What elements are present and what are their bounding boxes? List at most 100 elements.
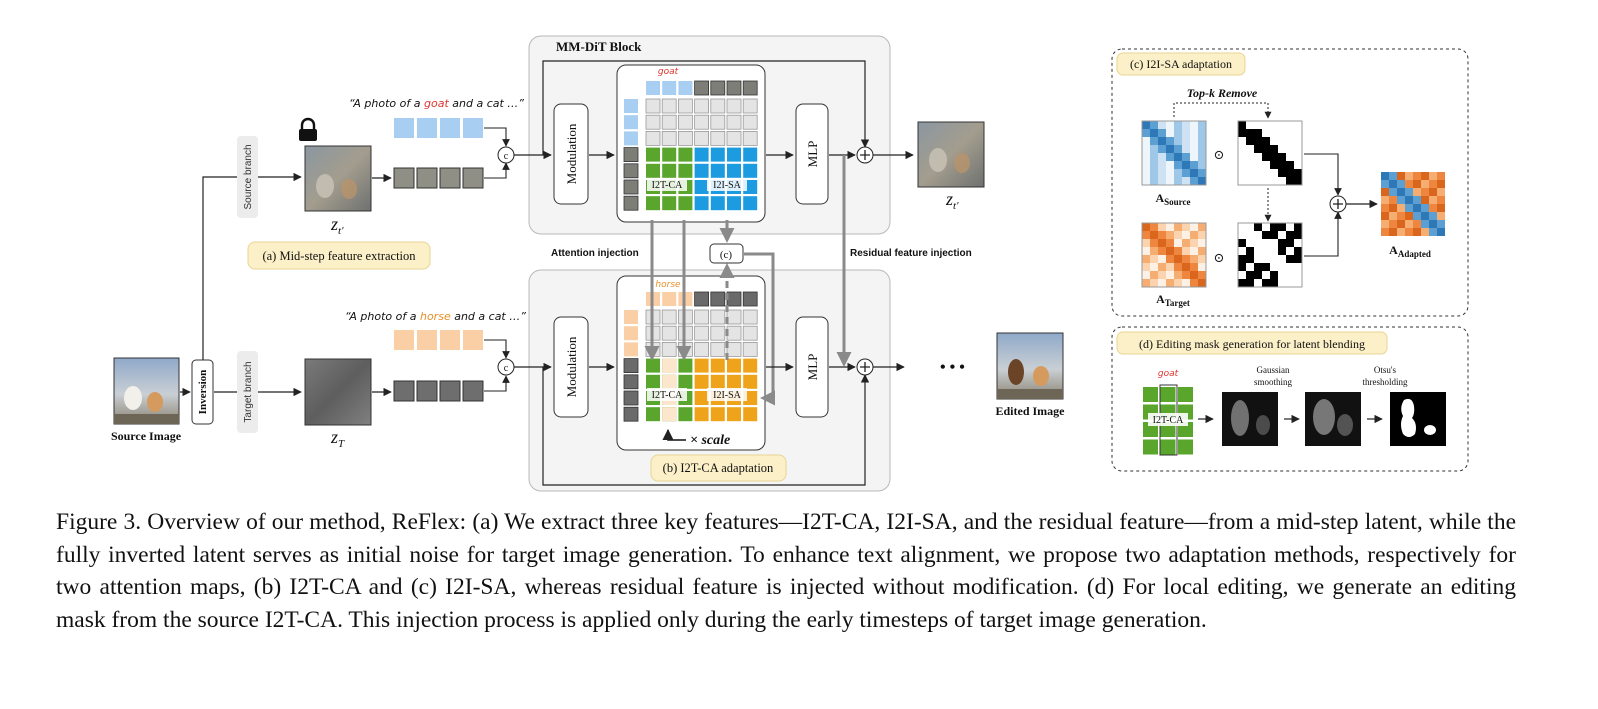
heat-cell: [1158, 239, 1166, 247]
row-token: [623, 179, 639, 195]
header-token: [742, 291, 758, 307]
heat-cell: [1150, 145, 1158, 153]
heat-cell: [1166, 223, 1174, 231]
adapted-cell: [1421, 212, 1429, 220]
heat-cell: [1182, 263, 1190, 271]
mask-cell: [1270, 169, 1278, 177]
heat-cell: [1174, 263, 1182, 271]
adapted-cell: [1413, 220, 1421, 228]
header-token: [726, 80, 742, 96]
top-i2t-ca-label: I2T-CA: [652, 180, 684, 191]
attention-cell: [710, 196, 725, 211]
mask-cell: [1262, 223, 1270, 231]
heat-cell: [1142, 263, 1150, 271]
adapted-cell: [1397, 212, 1405, 220]
adapted-cell: [1413, 172, 1421, 180]
mask-cell: [1286, 177, 1294, 185]
attention-cell: [742, 114, 758, 130]
mask-cell: [1278, 239, 1286, 247]
otsu-label-2: thresholding: [1363, 377, 1408, 387]
adapted-cell: [1429, 196, 1437, 204]
heat-cell: [1142, 271, 1150, 279]
top-mlp-label: MLP: [805, 141, 820, 168]
attention-cell: [645, 114, 661, 130]
heat-cell: [1166, 169, 1174, 177]
heat-cell: [1174, 247, 1182, 255]
heat-cell: [1198, 263, 1206, 271]
top-skip-line: [542, 60, 870, 155]
attention-cell: [646, 196, 660, 211]
heat-cell: [1158, 161, 1166, 169]
bottom-mlp-label: MLP: [805, 354, 820, 381]
attention-cell: [710, 163, 725, 178]
mask-cell: [1294, 247, 1302, 255]
attention-cell: [710, 98, 726, 114]
mask-cell: [1286, 153, 1294, 161]
adapted-cell: [1389, 180, 1397, 188]
attention-cell: [743, 374, 758, 389]
heat-cell: [1142, 239, 1150, 247]
heat-cell: [1190, 153, 1198, 161]
adapted-cell: [1421, 180, 1429, 188]
source-image: [113, 357, 180, 425]
heat-cell: [1158, 169, 1166, 177]
heat-cell: [1198, 255, 1206, 263]
mask-cell: [1278, 279, 1286, 287]
attention-cell: [662, 196, 677, 211]
heat-cell: [1190, 271, 1198, 279]
heat-cell: [1150, 239, 1158, 247]
heat-cell: [1182, 177, 1190, 185]
attention-cell: [710, 147, 725, 162]
heat-cell: [1190, 255, 1198, 263]
mask-cell: [1254, 271, 1262, 279]
row-token: [624, 310, 638, 324]
mask-border: [1237, 120, 1303, 186]
adapted-cell: [1405, 204, 1413, 212]
adapted-cell: [1421, 228, 1429, 236]
heat-cell: [1166, 271, 1174, 279]
mask-cell: [1294, 129, 1302, 137]
heat-cell: [1158, 121, 1166, 129]
target-branch-tag: [237, 351, 258, 433]
row-token: [624, 115, 638, 130]
adapted-cell: [1397, 228, 1405, 236]
mask-cell: [1238, 239, 1246, 247]
attention-cell: [710, 374, 725, 389]
heat-cell: [1150, 271, 1158, 279]
attention-cell: [726, 98, 742, 114]
heat-cell: [1174, 255, 1182, 263]
heat-cell: [1198, 121, 1206, 129]
mask-cell: [1246, 255, 1254, 263]
mask-cell: [1254, 231, 1262, 239]
heat-cell: [1142, 279, 1150, 287]
mask-cell: [1270, 137, 1278, 145]
heat-cell: [1142, 255, 1150, 263]
adapted-cell: [1381, 220, 1389, 228]
mid-step-label: (a) Mid-step feature extraction: [262, 249, 416, 263]
mask-cell: [1262, 263, 1270, 271]
attention-cell: [743, 407, 758, 422]
topk-mask-top: [1237, 120, 1303, 186]
attention-cell: [678, 374, 693, 389]
adapted-cell: [1389, 204, 1397, 212]
attention-cell: [727, 358, 741, 373]
mask-cell: [1238, 223, 1246, 231]
mask-cell: [1270, 177, 1278, 185]
attention-cell: [726, 341, 742, 357]
mask-cell: [1254, 177, 1262, 185]
adapted-cell: [1405, 220, 1413, 228]
heat-cell: [1166, 247, 1174, 255]
heat-cell: [1174, 271, 1182, 279]
mask-cell: [1254, 153, 1262, 161]
source-text-tokens: [394, 118, 483, 138]
heat-cell: [1166, 121, 1174, 129]
heat-cell: [1182, 223, 1190, 231]
scaled-cell: [662, 407, 677, 422]
attention-cell: [694, 325, 709, 341]
heat-cell: [1166, 161, 1174, 169]
source-branch-tag: [237, 136, 258, 218]
heat-cell: [1174, 121, 1182, 129]
mask-cell: [1246, 279, 1254, 287]
attention-cell: [710, 358, 725, 373]
source-latent-image: [304, 145, 372, 212]
